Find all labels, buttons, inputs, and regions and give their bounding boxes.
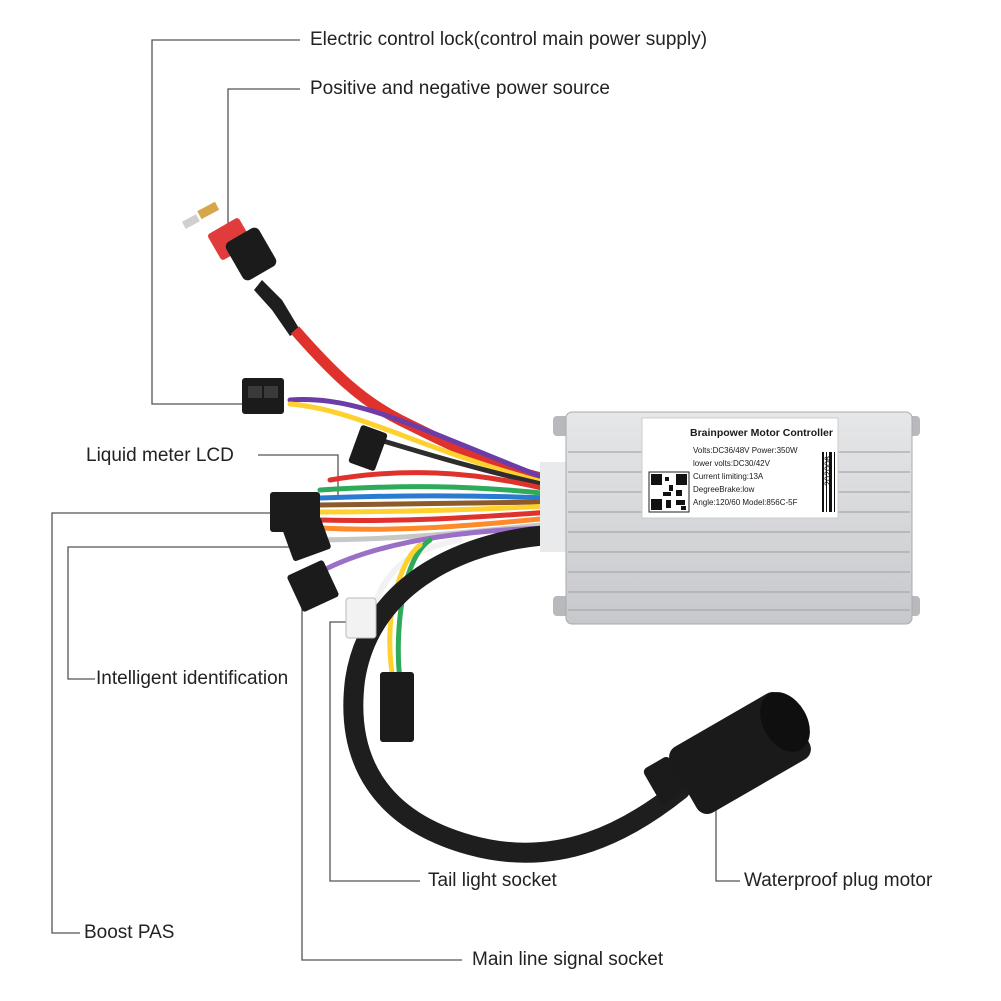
leader-main-signal <box>301 603 462 961</box>
plate-title: Brainpower Motor Controller <box>690 427 833 439</box>
plate-line-3: Current limiting:13A <box>693 472 764 481</box>
leader-lines <box>51 39 740 961</box>
spec-plate-content: Brainpower Motor Controller Volts:DC36/4… <box>648 427 835 513</box>
plate-serial: 202006 <box>823 456 833 486</box>
leader-power-source <box>227 88 300 225</box>
green-wire-connector <box>380 672 414 742</box>
plate-line-4: DegreeBrake:low <box>693 485 755 494</box>
plate-line-1: Volts:DC36/48V Power:350W <box>693 446 798 455</box>
barcode-icon <box>822 452 835 512</box>
label-main-line-signal-socket: Main line signal socket <box>472 949 664 970</box>
leader-tail-light <box>329 621 420 882</box>
waterproof-plug <box>643 691 811 815</box>
tail-light-connector <box>345 597 377 639</box>
connectors <box>242 378 414 742</box>
label-electric-control-lock: Electric control lock(control main power… <box>310 29 708 50</box>
label-power-source: Positive and negative power source <box>310 78 610 99</box>
label-waterproof-plug-motor: Waterproof plug motor <box>744 870 933 891</box>
plate-line-5: Angle:120/60 Model:856C-5F <box>693 498 798 507</box>
identification-connector <box>283 517 331 561</box>
label-liquid-meter-lcd: Liquid meter LCD <box>86 445 234 466</box>
leader-electric-lock <box>151 39 300 405</box>
controller-housing <box>540 411 920 625</box>
leader-boost-pas <box>51 512 272 934</box>
leader-intelligent <box>67 546 292 680</box>
signal-connector <box>287 560 339 612</box>
label-intelligent-identification: Intelligent identification <box>96 668 289 689</box>
leader-lcd <box>258 454 339 498</box>
label-tail-light-socket: Tail light socket <box>428 870 557 891</box>
motor-cable <box>343 525 690 863</box>
label-boost-pas: Boost PAS <box>84 922 175 943</box>
plate-line-2: lower volts:DC30/42V <box>693 459 771 468</box>
qr-code-icon <box>648 471 690 513</box>
lcd-connector <box>348 425 388 471</box>
